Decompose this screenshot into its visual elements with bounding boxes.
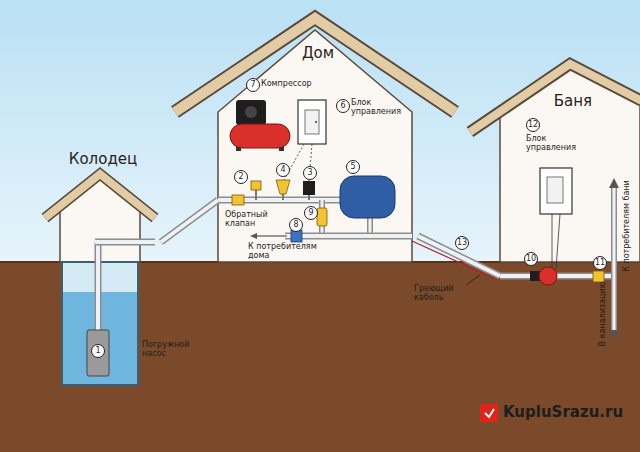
callout-number: 4 (280, 165, 285, 174)
sky (0, 0, 640, 262)
part-label-box: К потребителям дома (248, 242, 328, 260)
callout-number: 10 (526, 254, 536, 263)
filter (317, 208, 327, 226)
building-title: Баня (500, 92, 640, 110)
callout-number: 8 (293, 220, 298, 229)
callout-number: 7 (250, 80, 255, 89)
component-3 (303, 181, 315, 195)
callout-number-box: 8 (289, 218, 303, 232)
pipe-stroke (418, 236, 500, 276)
callout-number-box: 2 (234, 170, 248, 184)
part-label: К потребителям бани (622, 180, 631, 272)
callout-number: 5 (350, 162, 355, 171)
part-label-box: К потребителям бани (622, 180, 631, 272)
bathhouse: Баня (500, 92, 640, 290)
part-label: В канализацию (598, 282, 607, 347)
building-title: Дом (218, 44, 418, 62)
part-label: Блок управления (526, 134, 576, 152)
compressor-motor (236, 100, 266, 125)
callout-number: 1 (95, 346, 100, 355)
part-label-box: В канализацию (598, 282, 607, 347)
callout-number-box: 13 (455, 236, 469, 250)
callout-number: 13 (457, 238, 467, 247)
well-house: Колодец (45, 150, 161, 262)
house: Дом (218, 44, 418, 262)
callout-number-box: 1 (91, 344, 105, 358)
callout-number-box: 3 (303, 166, 317, 180)
compressor-tank (230, 124, 290, 148)
part-label: Компрессор (261, 79, 312, 88)
component-4 (276, 180, 290, 194)
watermark: KupluSrazu.ru (503, 403, 623, 421)
part-label-box: Блок управления (351, 98, 407, 116)
part-label-box: Греющий кабель (414, 284, 466, 302)
pipe-stroke (161, 200, 218, 242)
callout-number-box: 6 (336, 99, 350, 113)
control-box (298, 100, 326, 144)
callout-number-box: 4 (276, 163, 290, 177)
water-pipe (418, 236, 500, 276)
pipe-stroke (161, 200, 218, 242)
surface-pump (539, 267, 557, 285)
part-label: Блок управления (351, 98, 401, 116)
callout-number-box: 7 (246, 78, 260, 92)
logo (480, 404, 498, 422)
pipe-stroke (418, 236, 500, 276)
control-box (540, 168, 572, 214)
callout-number: 12 (528, 120, 538, 129)
part-label: К потребителям дома (248, 242, 317, 260)
part-label-box: Обратный клапан (225, 210, 283, 228)
callout-number-box: 9 (304, 206, 318, 220)
part-label-box: Компрессор (261, 79, 312, 88)
callout-number-box: 11 (593, 256, 607, 270)
well (45, 174, 155, 385)
hydro-tank (340, 176, 395, 218)
water-pipe (161, 200, 218, 242)
part-label-box: Блок управления (526, 134, 586, 152)
leader-line (466, 275, 480, 285)
callout-number: 11 (595, 258, 605, 267)
watermark-box: KupluSrazu.ru (503, 404, 623, 421)
part-label: Обратный клапан (225, 210, 268, 228)
part-label: Погружной насос (142, 340, 189, 358)
callout-number: 3 (307, 168, 312, 177)
house (175, 18, 455, 262)
part-label-box: Погружной насос (142, 340, 198, 358)
part-label: Греющий кабель (414, 284, 454, 302)
callout-number-box: 10 (524, 252, 538, 266)
valve (593, 271, 604, 282)
callout-number: 9 (308, 208, 313, 217)
check-valve (232, 195, 244, 205)
callout-number-box: 12 (526, 118, 540, 132)
pressure-switch (251, 181, 261, 190)
callout-number-box: 5 (346, 160, 360, 174)
building-title: Колодец (45, 150, 161, 168)
callout-number: 2 (238, 172, 243, 181)
callout-number: 6 (340, 101, 345, 110)
